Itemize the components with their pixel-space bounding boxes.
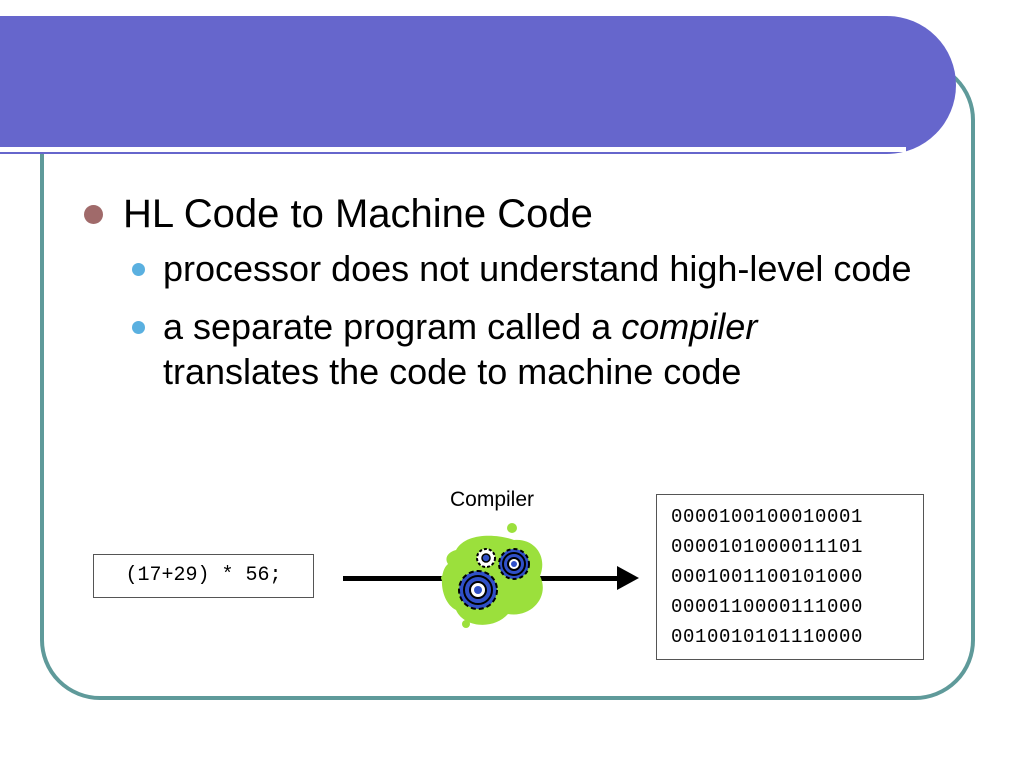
sub-bullet-text-start: a separate program called a: [163, 306, 622, 347]
compiler-label: Compiler: [449, 488, 535, 511]
sub-bullet-text-end: translates the code to machine code: [163, 351, 742, 392]
machine-code-line: 0000101000011101: [671, 536, 864, 558]
gear-small: [476, 548, 496, 568]
main-bullet-text: HL Code to Machine Code: [123, 191, 593, 236]
sub-bullet-emphasis: compiler: [621, 306, 758, 347]
title-banner: [0, 16, 956, 154]
gears-icon: [441, 523, 543, 628]
bullet-list: HL Code to Machine Code processor does n…: [80, 188, 960, 394]
machine-code-line: 0000100100010001: [671, 506, 864, 528]
machine-code-line: 0001001100101000: [671, 566, 864, 588]
sub-bullet-dot: [132, 263, 145, 276]
source-code-box: (17+29) * 56;: [93, 554, 314, 598]
gear-large: [458, 570, 498, 610]
banner-divider: [0, 147, 906, 152]
arrow-head-icon: [617, 566, 639, 590]
machine-code-line: 0010010101110000: [671, 626, 864, 648]
sub-bullet-dot: [132, 321, 145, 334]
bullet-dot: [84, 204, 103, 224]
gear-medium: [498, 548, 530, 580]
machine-code-line: 0000110000111000: [671, 596, 864, 618]
main-bullet: HL Code to Machine Code: [80, 188, 960, 240]
machine-code-box: 0000100100010001 0000101000011101 000100…: [656, 494, 924, 660]
sub-bullet-text: processor does not understand high-level…: [163, 248, 912, 289]
sub-bullet-processor: processor does not understand high-level…: [132, 246, 960, 291]
sub-bullet-compiler: a separate program called a compiler tra…: [132, 304, 960, 394]
